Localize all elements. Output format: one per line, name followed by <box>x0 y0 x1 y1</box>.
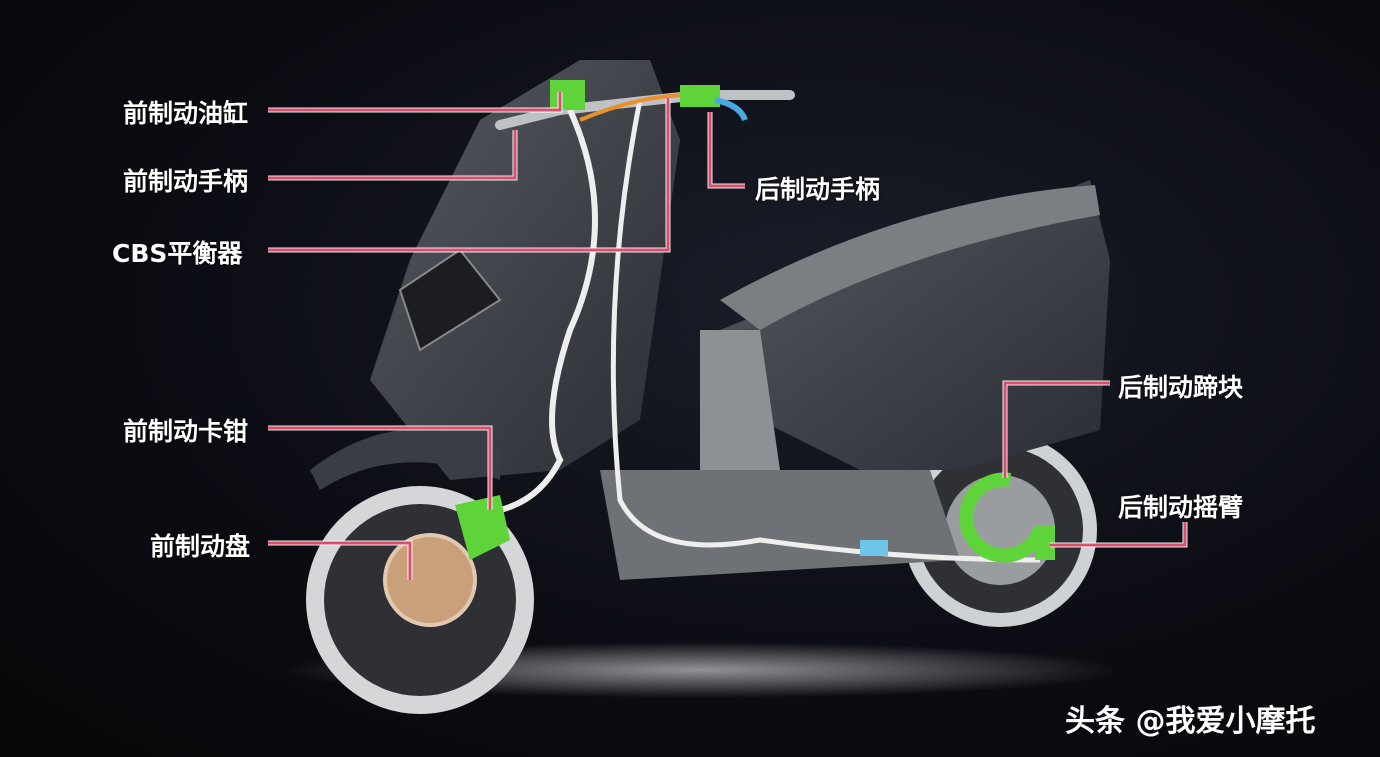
rear-brake-arm-part <box>1035 525 1055 560</box>
front-caliper-part <box>455 495 510 560</box>
front-body-panel <box>370 60 680 480</box>
front-disc-shape <box>383 533 477 627</box>
orange-line <box>579 93 691 122</box>
seat <box>720 185 1100 330</box>
cbs-balancer-part <box>860 540 888 556</box>
leader-front-disc <box>268 541 412 580</box>
floorboard <box>600 470 960 580</box>
label-cbs-balancer: CBS平衡器 <box>112 239 243 268</box>
label-rear-brake-arm: 后制动摇臂 <box>1118 493 1244 522</box>
rear-brake-lever-shape <box>714 97 748 122</box>
label-front-brake-lever: 前制动手柄 <box>123 167 249 196</box>
label-front-disc: 前制动盘 <box>150 532 251 561</box>
under-seat-frame <box>700 330 780 470</box>
leader-rear-brake-lever <box>708 112 745 188</box>
rear-body-panel <box>720 180 1110 470</box>
leader-rear-brake-arm <box>1050 522 1187 547</box>
watermark: 头条 @我爱小摩托 <box>1065 704 1316 739</box>
leader-front-master-cylinder <box>268 92 562 112</box>
rear-brake-shoe-part <box>959 472 1047 563</box>
label-rear-brake-lever: 后制动手柄 <box>755 175 881 204</box>
headlight <box>398 248 502 352</box>
leader-cbs-balancer <box>268 98 670 252</box>
leader-rear-brake-shoe <box>1003 381 1110 478</box>
front-fender <box>310 429 500 490</box>
rear-brake-lever-part <box>680 85 720 107</box>
front-brake-hose <box>499 108 598 513</box>
front-master-cylinder-part <box>550 80 585 110</box>
leader-lines <box>268 92 1187 580</box>
label-rear-brake-shoe: 后制动蹄块 <box>1118 373 1244 402</box>
label-front-caliper: 前制动卡钳 <box>123 417 249 446</box>
leader-front-brake-lever <box>268 130 517 180</box>
rear-brake-cable <box>610 99 1041 563</box>
leader-front-caliper <box>268 426 492 510</box>
label-front-master-cylinder: 前制动油缸 <box>123 99 249 128</box>
